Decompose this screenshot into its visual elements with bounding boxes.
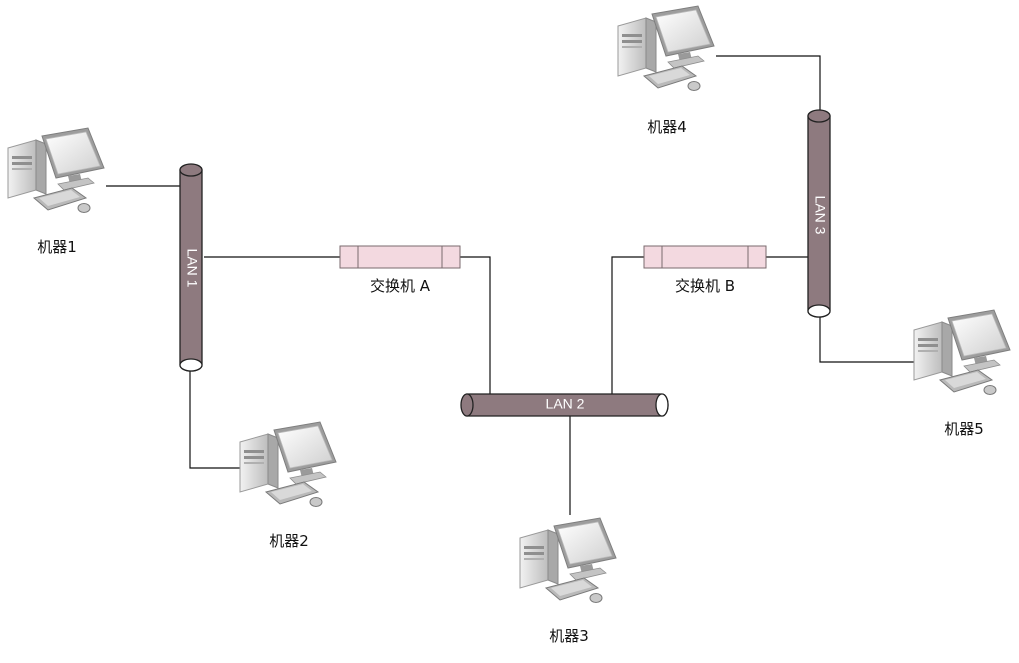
wire-lan2-switch-b	[611, 256, 644, 394]
machine-4-label: 机器4	[647, 118, 687, 136]
switch-a	[339, 245, 461, 269]
machine-3-label: 机器3	[549, 627, 589, 645]
lan2-bus: LAN 2	[460, 393, 669, 417]
machine-2-label: 机器2	[269, 532, 309, 550]
lan3-label: LAN 3	[812, 196, 828, 235]
wire-lan1-m2	[189, 370, 242, 469]
lan2-label: LAN 2	[546, 396, 585, 412]
desktop-computer-icon-m1	[7, 127, 105, 213]
wire-switch-a-lan2	[460, 256, 491, 394]
switch-b-label: 交换机 B	[674, 277, 736, 295]
machine-5-label: 机器5	[944, 420, 984, 438]
desktop-computer-icon-m2	[239, 421, 337, 507]
machine-1-label: 机器1	[37, 238, 77, 256]
lan1-bus: LAN 1	[179, 163, 203, 372]
desktop-computer-icon-m3	[519, 517, 617, 603]
switch-b	[643, 245, 767, 269]
connections	[106, 55, 916, 515]
lan1-label: LAN 1	[184, 249, 200, 288]
wire-lan3-m5	[819, 316, 916, 363]
lan3-bus: LAN 3	[807, 109, 831, 318]
wire-m4-lan3	[716, 55, 821, 110]
desktop-computer-icon-m5	[913, 309, 1011, 395]
switch-a-label: 交换机 A	[369, 277, 431, 295]
desktop-computer-icon-m4	[617, 5, 715, 91]
